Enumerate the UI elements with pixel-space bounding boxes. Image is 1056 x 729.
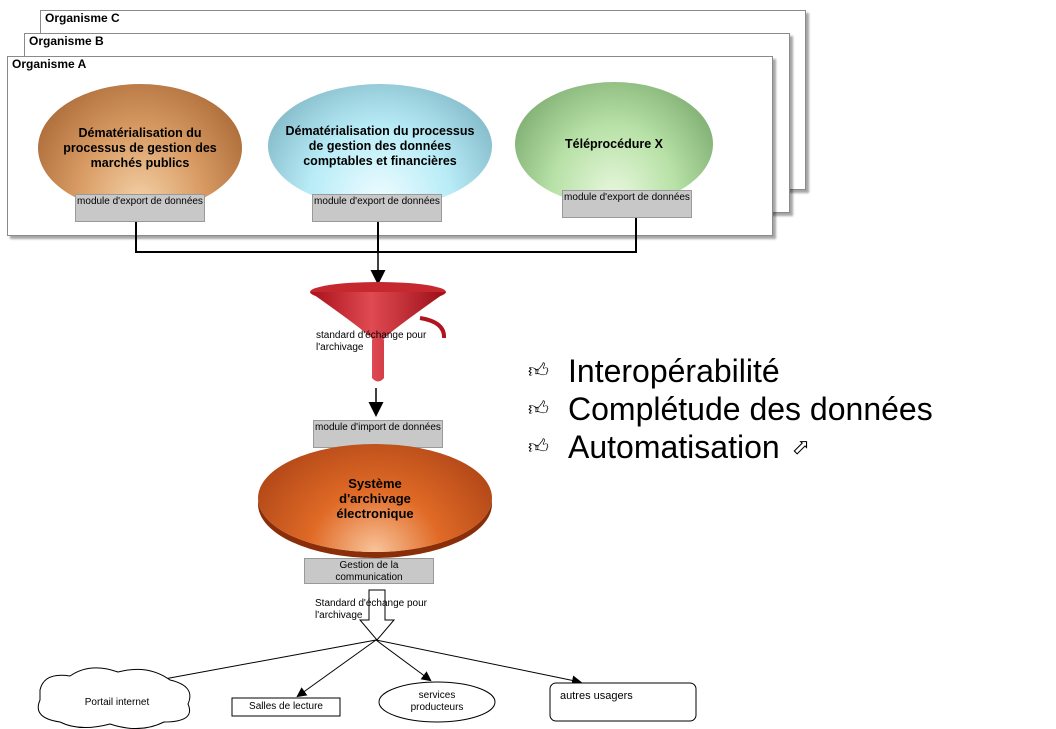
benefit-item: 👍︎ Interopérabilité bbox=[528, 352, 933, 390]
archive-system-oval: Système d'archivage électronique bbox=[258, 444, 492, 552]
process-title: Téléprocédure X bbox=[565, 136, 663, 151]
export-module-2: module d'export de données bbox=[312, 194, 442, 222]
destination-portal: Portail internet bbox=[84, 697, 150, 708]
arrow-to-reading-rooms bbox=[296, 639, 377, 698]
arrow-to-other-users bbox=[375, 639, 582, 686]
export-module-3: module d'export de données bbox=[562, 190, 692, 218]
destination-reading-rooms: Salles de lecture bbox=[249, 701, 323, 712]
benefit-label: Automatisation bbox=[568, 428, 780, 465]
organism-a-title: Organisme A bbox=[12, 57, 87, 71]
output-standard-label: Standard d'échange pour l'archivage bbox=[315, 598, 427, 621]
destination-services: services producteurs bbox=[410, 690, 464, 713]
arrow-to-services bbox=[375, 639, 432, 682]
destination-other-users: autres usagers bbox=[560, 690, 633, 702]
benefits-list: 👍︎ Interopérabilité 👍︎ Complétude des do… bbox=[528, 352, 933, 466]
export-module-1: module d'export de données bbox=[75, 194, 205, 222]
thumbs-up-icon: 👍︎ bbox=[528, 360, 549, 382]
process-oval-accounting: Dématérialisation du processus de gestio… bbox=[268, 84, 492, 208]
funnel-label: standard d'échange pour l'archivage bbox=[316, 330, 427, 353]
thumbs-up-icon: 👍︎ bbox=[528, 436, 549, 458]
benefit-label: Complétude des données bbox=[568, 390, 933, 427]
communication-module: Gestion de la communication bbox=[304, 558, 434, 584]
other-users-box bbox=[549, 682, 697, 722]
arrow-up-right-icon: ⬀ bbox=[791, 434, 811, 459]
benefit-item: 👍︎ Automatisation ⬀ bbox=[528, 428, 933, 466]
process-title: Dématérialisation du processus de gestio… bbox=[63, 125, 217, 170]
process-oval-public-procurement: Dématérialisation du processus de gestio… bbox=[38, 84, 242, 212]
thumbs-up-icon: 👍︎ bbox=[528, 398, 549, 420]
process-oval-teleprocedure: Téléprocédure X bbox=[515, 82, 713, 206]
process-title: Dématérialisation du processus de gestio… bbox=[285, 123, 475, 168]
benefit-item: 👍︎ Complétude des données bbox=[528, 390, 933, 428]
benefit-label: Interopérabilité bbox=[568, 352, 780, 389]
organism-b-title: Organisme B bbox=[29, 34, 104, 48]
import-module: module d'import de données bbox=[313, 420, 443, 448]
archive-system-title: Système d'archivage électronique bbox=[336, 475, 414, 521]
arrow-to-portal bbox=[146, 639, 377, 686]
organism-c-title: Organisme C bbox=[45, 11, 120, 25]
